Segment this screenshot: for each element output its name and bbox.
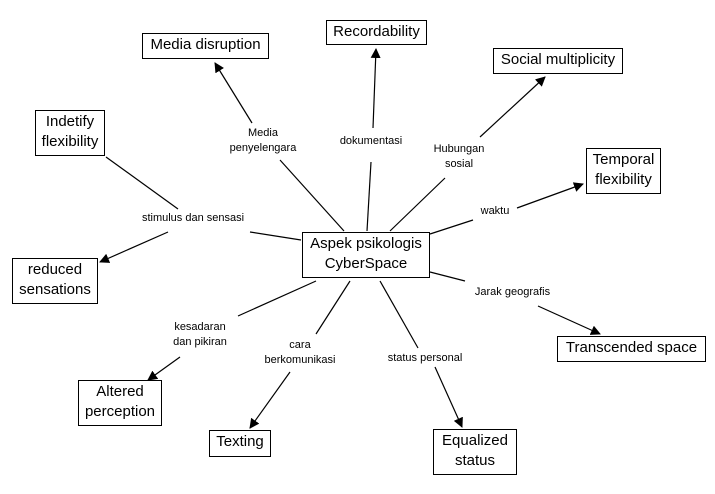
edge-label-status-personal: status personal	[387, 352, 463, 364]
edge-waktu-line-lower	[429, 219, 474, 235]
node-recordability[interactable]: Recordability	[326, 20, 427, 45]
edge-jarak-line-lower	[537, 305, 601, 335]
node-altered-perception[interactable]: Altered perception	[78, 380, 162, 426]
node-indetify-flexibility[interactable]: Indetify flexibility	[35, 110, 105, 156]
edge-jarak-line-upper	[429, 271, 466, 282]
edge-waktu-line-upper	[516, 182, 584, 209]
edge-stim-line-arrow	[99, 231, 169, 263]
edge-kes-line-lower	[147, 356, 181, 381]
edge-label-waktu: waktu	[480, 205, 510, 217]
edge-label-cara-berkomunikasi: cara berkomunikasi	[264, 339, 336, 366]
node-social-multiplicity[interactable]: Social multiplicity	[493, 48, 623, 74]
node-transcended-space[interactable]: Transcended space	[557, 336, 706, 362]
edge-hub-line-upper	[479, 76, 546, 138]
edge-media-line-lower	[279, 159, 345, 232]
node-media-disruption[interactable]: Media disruption	[142, 33, 269, 59]
center-node[interactable]: Aspek psikologis CyberSpace	[302, 232, 430, 278]
node-equalized-status[interactable]: Equalized status	[433, 429, 517, 475]
edge-dok-line-lower	[366, 161, 372, 232]
edge-hub-line-lower	[389, 177, 446, 232]
edge-status-line-lower	[434, 366, 463, 428]
edge-status-line-upper	[379, 280, 419, 349]
edge-label-dokumentasi: dokumentasi	[339, 135, 403, 147]
edge-cara-line-lower	[249, 371, 291, 429]
edge-kes-line-upper	[237, 280, 317, 317]
edge-label-jarak-geografis: Jarak geografis	[474, 286, 551, 298]
edge-media-line-upper	[214, 62, 253, 124]
edge-label-stimulus: stimulus dan sensasi	[141, 212, 245, 224]
edge-label-kesadaran: kesadaran dan pikiran	[173, 321, 227, 348]
edge-label-hubungan-sosial: Hubungan sosial	[433, 143, 485, 170]
node-texting[interactable]: Texting	[209, 430, 271, 457]
node-temporal-flexibility[interactable]: Temporal flexibility	[586, 148, 661, 194]
edge-cara-line-upper	[315, 280, 351, 335]
edge-stim-line-center	[249, 231, 302, 241]
edge-stim-line-upper	[105, 156, 179, 210]
edge-dok-line-upper	[370, 48, 381, 129]
edge-label-media-penyelengara: Media penyelengara	[229, 127, 297, 154]
node-reduced-sensations[interactable]: reduced sensations	[12, 258, 98, 304]
